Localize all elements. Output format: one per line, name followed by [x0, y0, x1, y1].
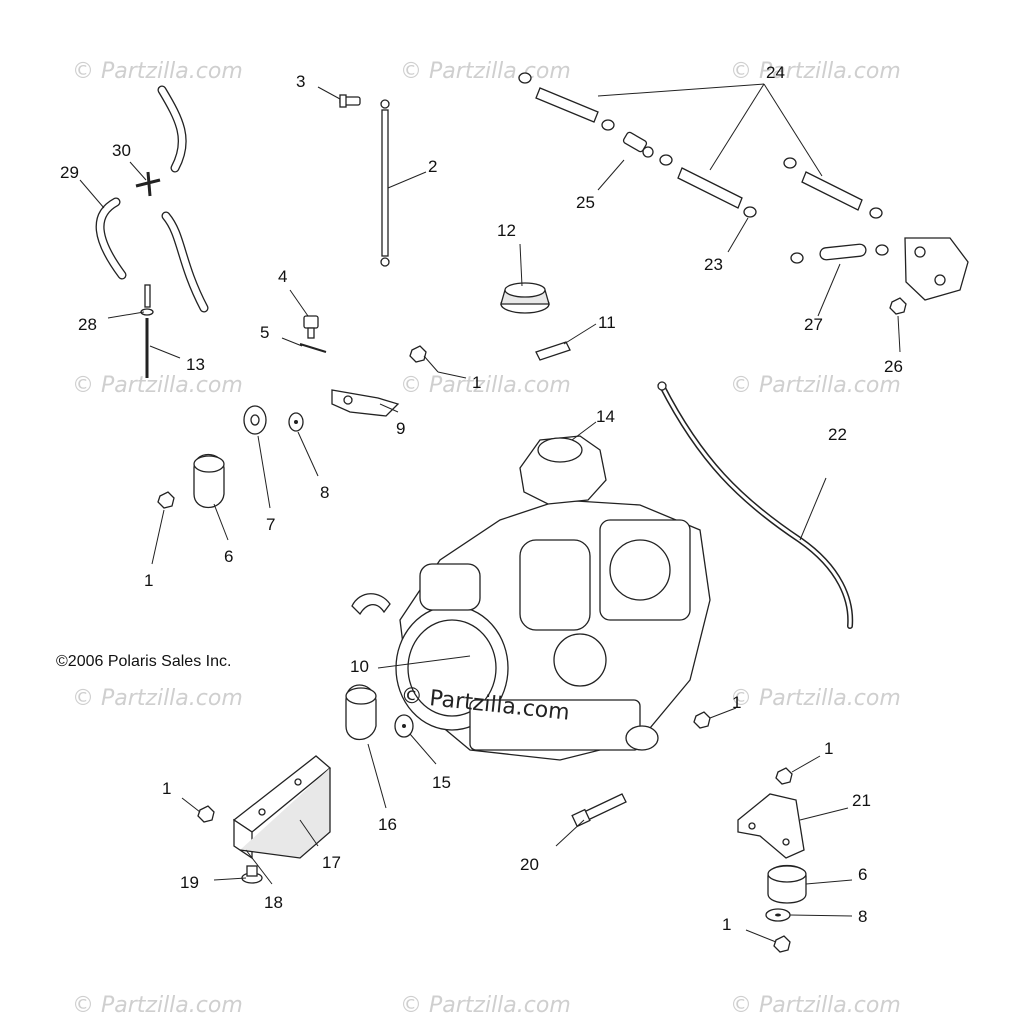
- watermark: © Partzilla.com: [72, 993, 243, 1018]
- watermark: © Partzilla.com: [730, 373, 901, 398]
- hose-24-b: [677, 167, 743, 209]
- callout-26: 26: [884, 357, 903, 376]
- watermark: © Partzilla.com: [730, 993, 901, 1018]
- callout-10: 10: [350, 657, 369, 676]
- watermark: © Partzilla.com: [72, 59, 243, 84]
- nut-1-bottom: [773, 935, 791, 953]
- callout-23: 23: [704, 255, 723, 274]
- nut-26: [889, 297, 907, 315]
- mount-16: [345, 684, 377, 741]
- callout-19: 19: [180, 873, 199, 892]
- mount-6-right: [767, 864, 807, 904]
- mount-6-left: [193, 454, 225, 508]
- vent-hose-lower: [161, 211, 209, 313]
- screw-4: [303, 315, 319, 339]
- hose-24-c: [801, 171, 863, 211]
- callout-labels: 3 2 4 5 1 12 11 30 29 28 13 24 25 23 27 …: [60, 63, 903, 934]
- callout-2: 2: [428, 157, 437, 176]
- pin-5: [299, 343, 327, 353]
- callout-6: 6: [858, 865, 867, 884]
- tube-22: [657, 381, 854, 629]
- callout-17: 17: [322, 853, 341, 872]
- callout-8: 8: [858, 907, 867, 926]
- washer-8-right: [765, 908, 791, 922]
- callout-1: 1: [824, 739, 833, 758]
- callout-1: 1: [144, 571, 153, 590]
- bracket-17: [232, 755, 332, 860]
- fitting-25: [622, 131, 654, 158]
- fitting-28: [140, 284, 154, 316]
- nut-1-left: [157, 491, 175, 509]
- tee-fitting-30: [135, 171, 161, 197]
- nut-1-right-a: [693, 711, 711, 729]
- callout-24: 24: [766, 63, 785, 82]
- nut-19: [241, 865, 263, 884]
- bolt-11: [535, 341, 571, 361]
- nut-1-lower-left: [197, 805, 215, 823]
- callout-6: 6: [224, 547, 233, 566]
- callout-27: 27: [804, 315, 823, 334]
- clamps: [518, 72, 889, 264]
- callout-11: 11: [598, 313, 616, 332]
- watermark: © Partzilla.com: [72, 686, 243, 711]
- callout-1: 1: [722, 915, 731, 934]
- callout-28: 28: [78, 315, 97, 334]
- callout-15: 15: [432, 773, 451, 792]
- washer-15: [394, 714, 414, 738]
- nut-1-center: [409, 345, 427, 363]
- callout-22: 22: [828, 425, 847, 444]
- carburetor-14: [519, 435, 607, 505]
- watermark: © Partzilla.com: [400, 59, 571, 84]
- callout-12: 12: [497, 221, 516, 240]
- callout-7: 7: [266, 515, 275, 534]
- hose-24-a: [535, 87, 599, 123]
- watermark-layer: © Partzilla.com © Partzilla.com © Partzi…: [72, 59, 901, 1018]
- callout-16: 16: [378, 815, 397, 834]
- washer-8-left: [288, 412, 304, 432]
- callout-18: 18: [264, 893, 283, 912]
- nut-1-right-b: [775, 767, 793, 785]
- callout-20: 20: [520, 855, 539, 874]
- bolt-20: [571, 793, 627, 828]
- bracket-9: [331, 389, 400, 417]
- watermark: © Partzilla.com: [730, 59, 901, 84]
- bolt-3: [339, 94, 361, 108]
- washer-7: [243, 405, 267, 435]
- vent-hose-upper: [157, 85, 187, 173]
- callout-5: 5: [260, 323, 269, 342]
- callout-1: 1: [162, 779, 171, 798]
- watermark: © Partzilla.com: [72, 373, 243, 398]
- bracket-21: [737, 793, 805, 859]
- hose-27: [819, 243, 867, 261]
- callout-4: 4: [278, 267, 287, 286]
- callout-3: 3: [296, 72, 305, 91]
- leader-lines: [79, 83, 901, 943]
- copyright-notice: ©2006 Polaris Sales Inc.: [56, 653, 231, 670]
- callout-1: 1: [472, 373, 481, 392]
- watermark: © Partzilla.com: [730, 686, 901, 711]
- callout-14: 14: [596, 407, 615, 426]
- ground-strap-2: [380, 99, 390, 267]
- callout-29: 29: [60, 163, 79, 182]
- thermostat-housing: [904, 237, 969, 301]
- callout-30: 30: [112, 141, 131, 160]
- callout-8: 8: [320, 483, 329, 502]
- watermark: © Partzilla.com: [400, 373, 571, 398]
- callout-21: 21: [852, 791, 871, 810]
- engine-assembly-10: [351, 499, 711, 761]
- boot-12: [500, 282, 550, 314]
- watermark: © Partzilla.com: [400, 993, 571, 1018]
- callout-1: 1: [732, 693, 741, 712]
- vent-hose-29: [95, 197, 127, 280]
- callout-25: 25: [576, 193, 595, 212]
- callout-9: 9: [396, 419, 405, 438]
- callout-13: 13: [186, 355, 205, 374]
